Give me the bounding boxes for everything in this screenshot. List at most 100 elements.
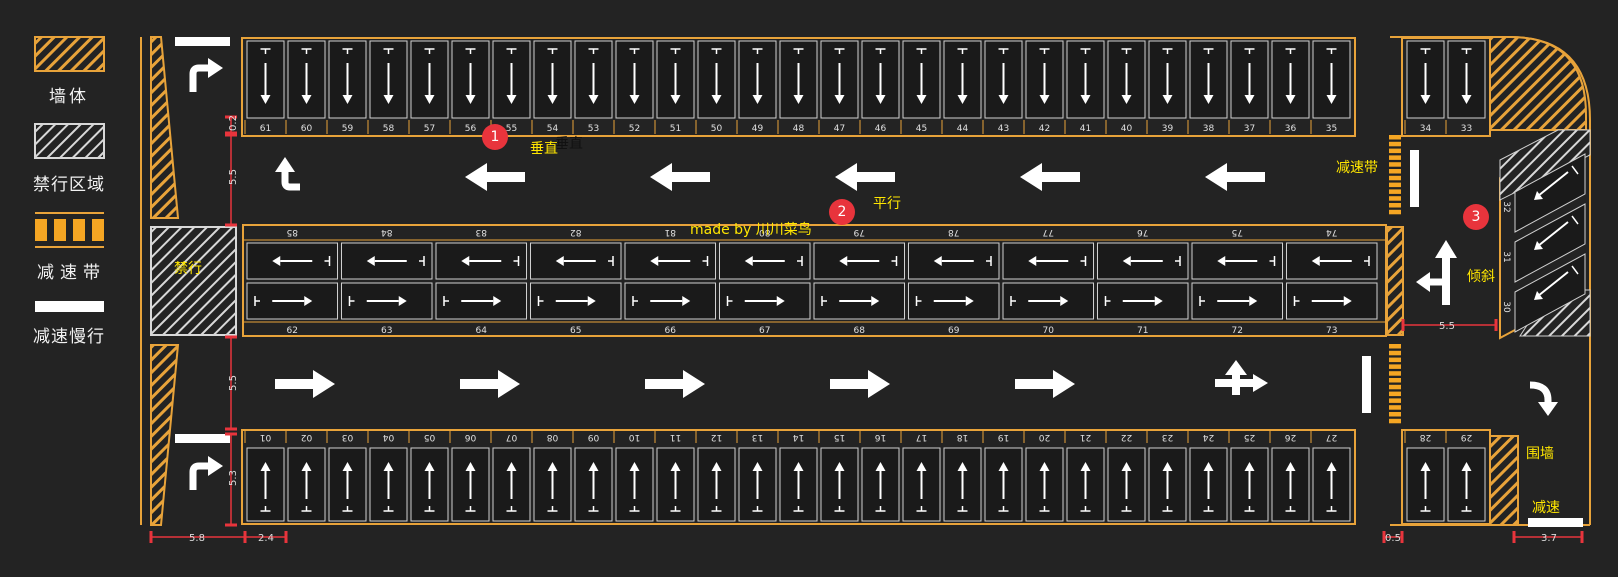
stall-number: 68: [854, 326, 866, 336]
parking-stall: 10: [613, 429, 654, 522]
stall-row-top-right: 34 33: [1401, 37, 1491, 137]
left-wall-upper: [150, 36, 180, 219]
parking-stall: 07: [490, 429, 531, 522]
stall-number: 33: [1461, 124, 1472, 134]
parking-stall: 48: [777, 40, 818, 134]
lane-arrow-left: [650, 163, 710, 191]
stall-number: 30: [1501, 301, 1511, 313]
annotation-speed-bump: 减速带: [1336, 160, 1378, 176]
stall-number: 09: [588, 432, 600, 442]
parking-stall: 42: [1023, 40, 1064, 134]
stall-number: 69: [948, 326, 960, 336]
marker-badge-3: 3: [1463, 204, 1489, 230]
parking-stall: 74: [1286, 227, 1378, 280]
parking-stall: 52: [613, 40, 654, 134]
stall-number: 62: [287, 326, 298, 336]
parking-stall: 44: [941, 40, 982, 134]
stall-number: 46: [875, 124, 887, 134]
stall-number: 19: [998, 432, 1010, 442]
lane-arrow-right: [275, 370, 335, 398]
parking-stall: 49: [736, 40, 777, 134]
stall-number: 12: [711, 432, 722, 442]
parking-stall: 28: [1404, 429, 1445, 522]
parking-stall: 56: [449, 40, 490, 134]
parking-stall: 84: [341, 227, 433, 280]
stall-number: 26: [1285, 432, 1297, 442]
parking-stall: 04: [367, 429, 408, 522]
parking-stall: 24: [1187, 429, 1228, 522]
dim-stall-width: 2.4: [258, 533, 274, 544]
parking-stall: 38: [1187, 40, 1228, 134]
parking-stall: 30: [1501, 253, 1586, 333]
lane-arrow-left: [1020, 163, 1080, 191]
stall-number: 49: [752, 124, 764, 134]
dim-top-gap: 0.2: [228, 115, 239, 131]
parking-stall: 41: [1064, 40, 1105, 134]
stall-number: 29: [1461, 432, 1473, 442]
stall-number: 04: [383, 432, 395, 442]
stall-number: 54: [547, 124, 559, 134]
stall-number: 27: [1326, 432, 1337, 442]
legend-forbidden-label: 禁行区域: [33, 175, 105, 195]
parking-stall: 18: [941, 429, 982, 522]
stall-number: 35: [1326, 124, 1337, 134]
legend-speed-bump-label: 减速带: [37, 263, 106, 283]
stall-number: 55: [506, 124, 517, 134]
dim-side-lane: 5.5: [1439, 321, 1455, 332]
forbidden-zone: [150, 226, 237, 336]
annotation-slow: 减速: [1532, 500, 1560, 516]
stall-number: 79: [853, 227, 865, 237]
parking-stall: 71: [1097, 282, 1189, 336]
stall-number: 73: [1326, 326, 1337, 336]
marker-badge-2: 2: [829, 199, 855, 225]
parking-stall: 37: [1228, 40, 1269, 134]
stall-number: 18: [957, 432, 969, 442]
stall-row-bottom-right: 28 29: [1401, 429, 1491, 525]
dimension-lines: [149, 115, 1584, 543]
lane-arrow-left: [835, 163, 895, 191]
stall-number: 34: [1420, 124, 1432, 134]
stall-number: 84: [381, 227, 393, 237]
stall-number: 83: [476, 227, 487, 237]
parking-stall: 85: [246, 227, 338, 280]
parking-stall: 11: [654, 429, 695, 522]
stall-number: 53: [588, 124, 599, 134]
stall-number: 67: [759, 326, 770, 336]
angled-forbidden-top: [1499, 129, 1591, 201]
turn-left-up-arrow: [275, 157, 300, 191]
parking-stall: 81: [624, 227, 716, 280]
stall-row-top-right-frame: [1401, 37, 1491, 137]
lane-arrow-right: [460, 370, 520, 398]
parking-stall: 70: [1002, 282, 1094, 336]
annotation-vertical: 垂直: [530, 141, 558, 157]
stall-number: 75: [1232, 227, 1243, 237]
stall-number: 78: [948, 227, 960, 237]
parking-stall: 19: [982, 429, 1023, 522]
lane-arrow-left: [1205, 163, 1265, 191]
stall-number: 81: [665, 227, 676, 237]
annotation-vertical-shadow: 垂直: [555, 136, 583, 152]
stall-number: 56: [465, 124, 477, 134]
stall-number: 10: [629, 432, 641, 442]
stall-number: 28: [1420, 432, 1432, 442]
parking-stall: 59: [326, 40, 367, 134]
stall-number: 57: [424, 124, 435, 134]
stall-number: 36: [1285, 124, 1297, 134]
stall-number: 80: [759, 227, 771, 237]
stall-number: 41: [1080, 124, 1091, 134]
stall-number: 85: [287, 227, 298, 237]
parking-stall: 51: [654, 40, 695, 134]
right-corner-wall: [1489, 36, 1587, 131]
parking-stall: 13: [736, 429, 777, 522]
legend: [34, 36, 105, 312]
turn-right-arrow-top: [189, 58, 223, 92]
slow-bars: [175, 37, 1583, 527]
parking-stall: 08: [531, 429, 572, 522]
parking-stall: 79: [813, 227, 905, 280]
stall-number: 70: [1043, 326, 1055, 336]
parking-stall: 20: [1023, 429, 1064, 522]
parking-stall: 80: [719, 227, 811, 280]
dim-lower-lane: 5.5: [228, 375, 239, 391]
